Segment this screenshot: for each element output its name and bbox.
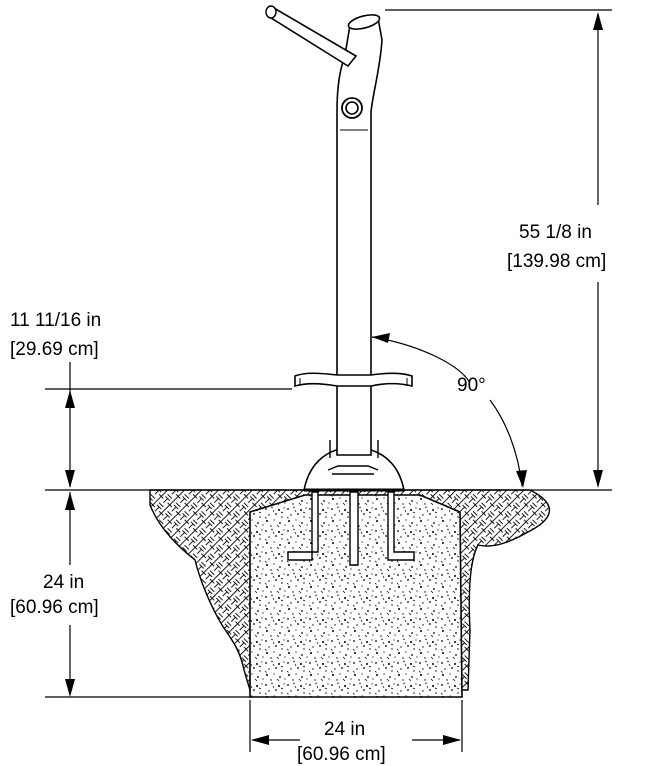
anchor-bolts — [287, 491, 415, 566]
step-height-imperial: 11 11/16 in — [10, 310, 101, 331]
footing-depth-imperial: 24 in — [43, 572, 84, 593]
main-post — [336, 17, 383, 456]
footing-depth-metric: [60.96 cm] — [10, 597, 99, 618]
dimension-footing-depth — [45, 492, 250, 698]
dimension-overall-height — [385, 9, 612, 488]
angle-indicator — [371, 333, 527, 488]
overall-height-imperial: 55 1/8 in — [519, 222, 592, 243]
foot-step — [294, 372, 413, 388]
dimension-footing-width — [249, 700, 463, 752]
post-top-cap — [347, 14, 381, 30]
angle-label: 90° — [457, 375, 486, 396]
bolt-hole — [341, 97, 363, 119]
dimension-step-height — [45, 362, 292, 488]
overall-height-metric: [139.98 cm] — [507, 251, 606, 272]
step-height-metric: [29.69 cm] — [10, 339, 99, 360]
handle — [266, 6, 358, 68]
footing-width-metric: [60.96 cm] — [297, 744, 386, 765]
footing-width-imperial: 24 in — [324, 719, 365, 740]
